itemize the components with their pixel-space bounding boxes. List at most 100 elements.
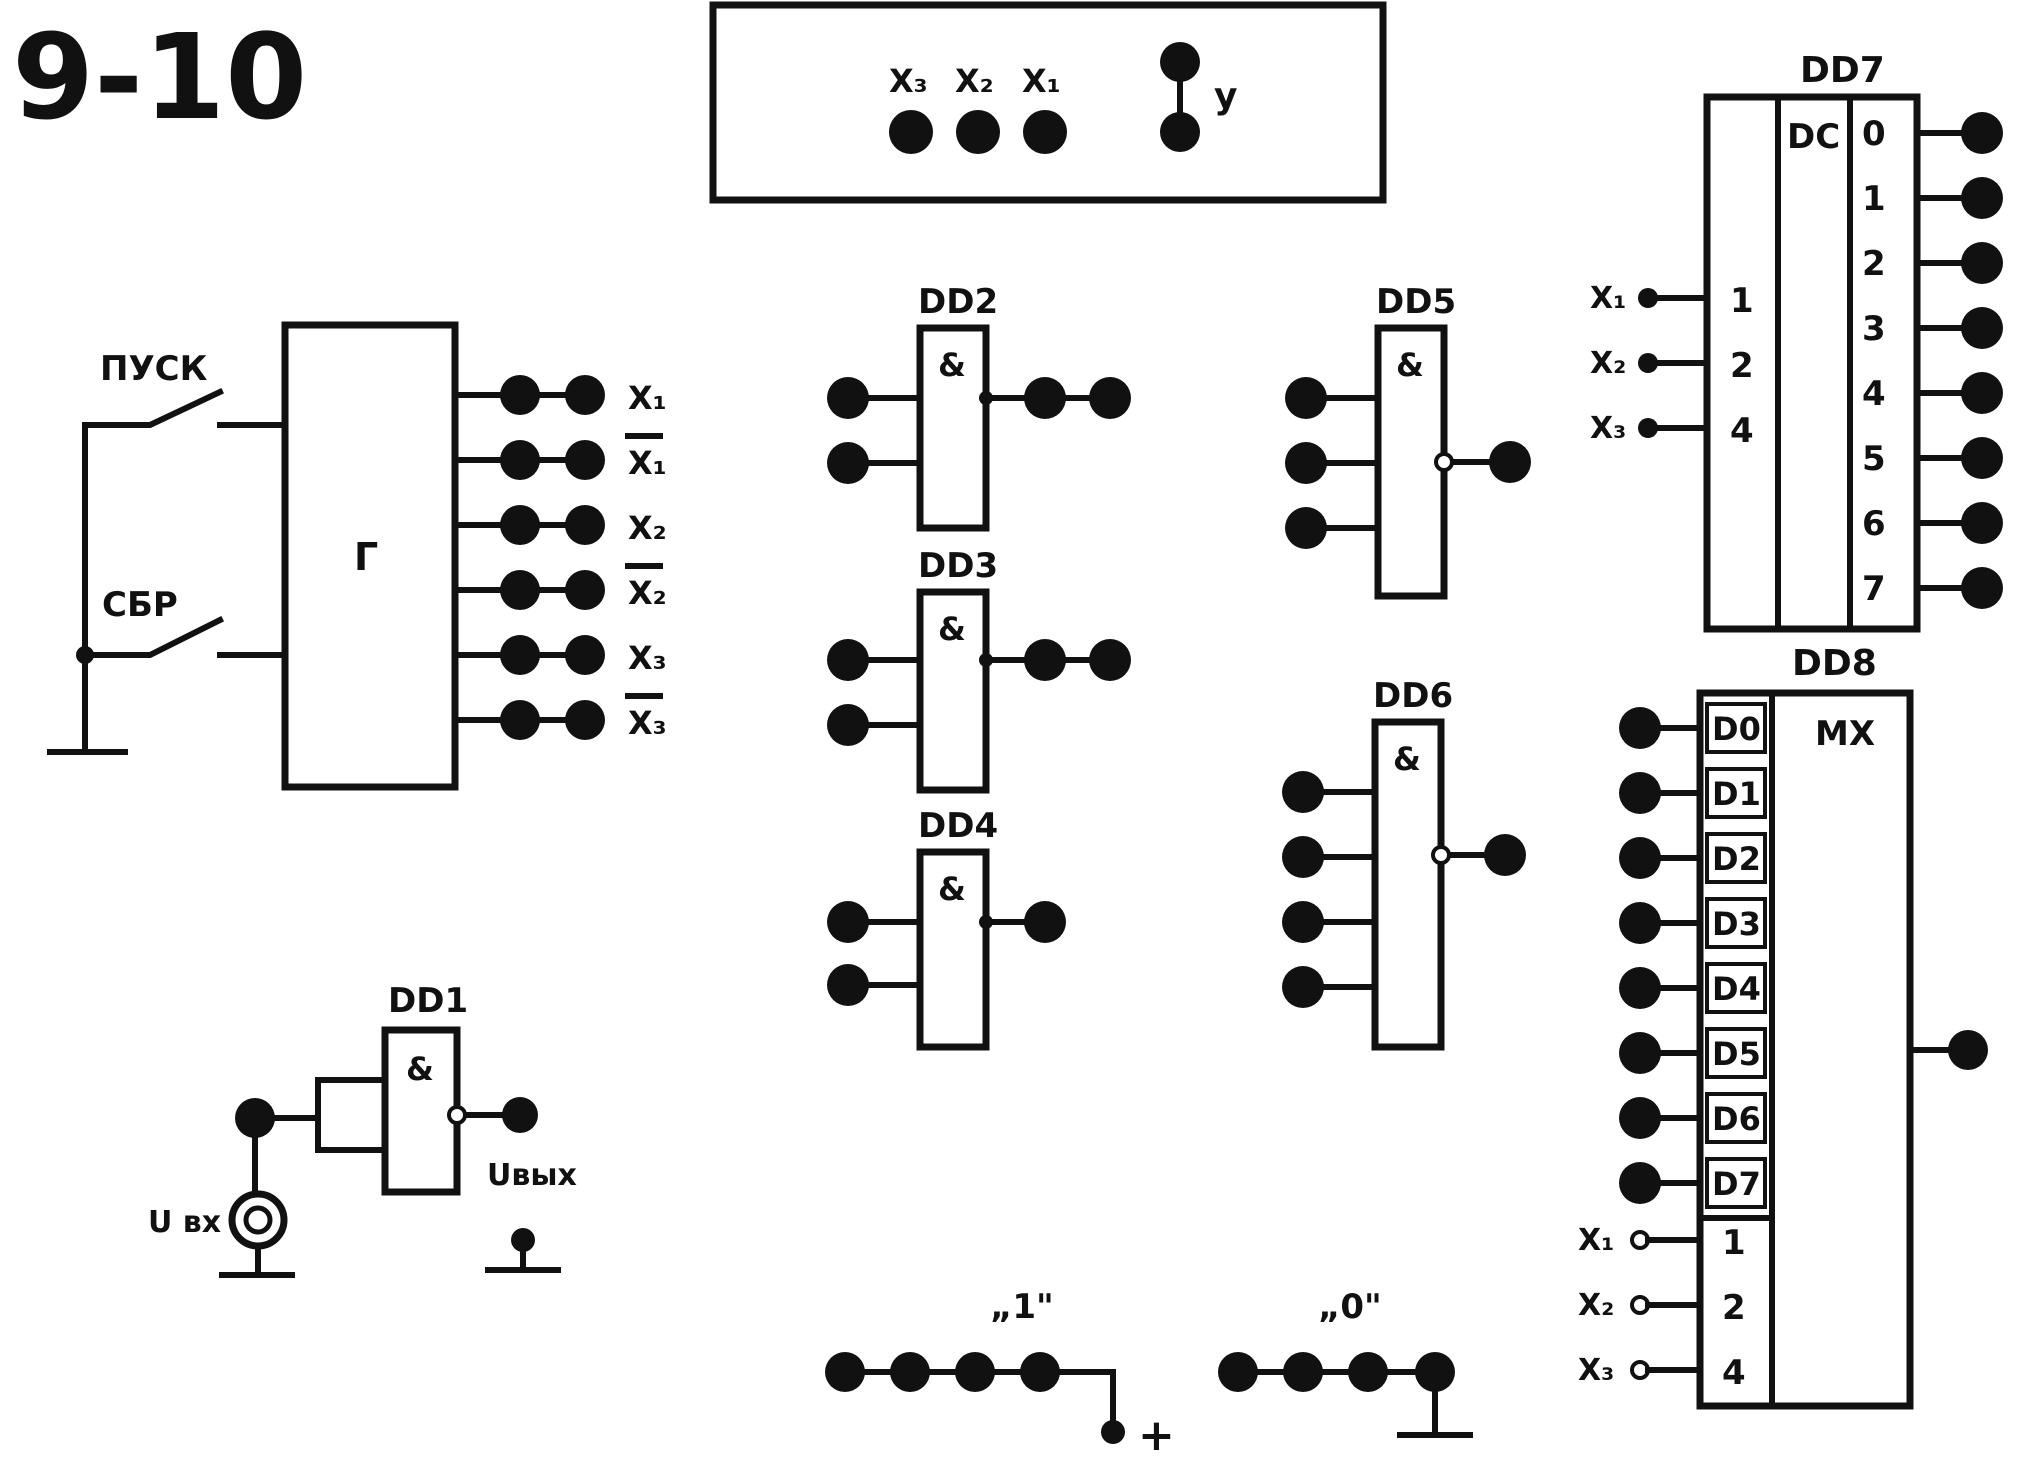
dd4-input-socket-1[interactable] xyxy=(827,901,869,943)
dd8-select-label-3: X₃ xyxy=(1578,1353,1614,1388)
dd4-output-socket-1[interactable] xyxy=(1024,901,1066,943)
dd6-input-socket-4[interactable] xyxy=(1282,966,1324,1008)
dd8-data-label-2: D1 xyxy=(1712,775,1761,813)
logic-one-socket-4[interactable] xyxy=(1020,1352,1060,1392)
dd8-data-socket-8[interactable] xyxy=(1619,1162,1661,1204)
dd5-output-socket-1[interactable] xyxy=(1489,441,1531,483)
dd8-weight-3: 4 xyxy=(1722,1353,1746,1393)
dd3-input-socket-2[interactable] xyxy=(827,704,869,746)
generator-output-socket-a-1[interactable] xyxy=(500,375,540,415)
dd4-input-socket-2[interactable] xyxy=(827,964,869,1006)
logic-zero-socket-4[interactable] xyxy=(1415,1352,1455,1392)
dd8-data-socket-2[interactable] xyxy=(1619,772,1661,814)
dd8-weight-2: 2 xyxy=(1722,1288,1746,1328)
logic-one-socket-3[interactable] xyxy=(955,1352,995,1392)
logic-zero-socket-2[interactable] xyxy=(1283,1352,1323,1392)
generator-output-label-5: X₃ xyxy=(628,639,667,677)
dd4-gate: DD4& xyxy=(827,806,1066,1051)
dd6-output-socket-1[interactable] xyxy=(1484,834,1526,876)
dd8-name: DD8 xyxy=(1792,643,1877,684)
indicator-x1-lamp[interactable] xyxy=(1023,110,1067,154)
generator-output-socket-b-6[interactable] xyxy=(565,700,605,740)
dd8-data-socket-7[interactable] xyxy=(1619,1097,1661,1139)
generator-output-label-1: X₁ xyxy=(628,379,667,417)
generator-output-socket-a-2[interactable] xyxy=(500,440,540,480)
indicator-x3-lamp[interactable] xyxy=(889,110,933,154)
uout-label: Uвых xyxy=(487,1158,577,1193)
dd5-name: DD5 xyxy=(1376,282,1456,322)
dd4-output-junction xyxy=(979,915,993,929)
dd7-output-socket-3[interactable] xyxy=(1961,242,2003,284)
logic-one-socket-2[interactable] xyxy=(890,1352,930,1392)
dd8-data-label-7: D6 xyxy=(1712,1100,1761,1138)
dd8-data-label-5: D4 xyxy=(1712,970,1761,1008)
dd5-symbol: & xyxy=(1396,346,1424,384)
dd3-input-socket-1[interactable] xyxy=(827,639,869,681)
dd7-output-label-3: 2 xyxy=(1862,244,1886,284)
dd2-output-junction xyxy=(979,391,993,405)
dd7-output-socket-5[interactable] xyxy=(1961,372,2003,414)
dd8-data-cell-4 xyxy=(1705,897,1767,949)
dd7-output-socket-4[interactable] xyxy=(1961,307,2003,349)
dd7-output-socket-6[interactable] xyxy=(1961,437,2003,479)
logic-zero-socket-3[interactable] xyxy=(1348,1352,1388,1392)
dd7-body xyxy=(1703,93,1921,633)
dd8-data-socket-4[interactable] xyxy=(1619,902,1661,944)
dd6-input-socket-2[interactable] xyxy=(1282,836,1324,878)
dd7-output-socket-2[interactable] xyxy=(1961,177,2003,219)
generator-output-socket-a-6[interactable] xyxy=(500,700,540,740)
dd1-output-socket[interactable] xyxy=(502,1097,538,1133)
dd8-data-socket-1[interactable] xyxy=(1619,707,1661,749)
dd8-data-socket-3[interactable] xyxy=(1619,837,1661,879)
dd7-output-socket-8[interactable] xyxy=(1961,567,2003,609)
indicator-y-label: y xyxy=(1214,76,1237,117)
uin-source[interactable] xyxy=(228,1190,288,1250)
generator-output-socket-b-1[interactable] xyxy=(565,375,605,415)
dd5-input-socket-3[interactable] xyxy=(1285,507,1327,549)
uin-label: U вх xyxy=(148,1205,221,1240)
dd4-symbol: & xyxy=(938,870,966,908)
dd7-output-label-6: 5 xyxy=(1862,439,1886,479)
dd8-data-socket-6[interactable] xyxy=(1619,1032,1661,1074)
reset-switch[interactable] xyxy=(82,615,225,658)
logic-one-wire xyxy=(842,1369,1116,1433)
dd8-data-label-1: D0 xyxy=(1712,710,1761,748)
dd7-output-socket-1[interactable] xyxy=(1961,112,2003,154)
dd5-input-socket-2[interactable] xyxy=(1285,442,1327,484)
dd3-output-socket-2[interactable] xyxy=(1089,639,1131,681)
dd3-output-junction xyxy=(979,653,993,667)
start-switch[interactable] xyxy=(82,388,224,428)
dd7-weight-1: 1 xyxy=(1730,281,1754,321)
logic-zero-socket-1[interactable] xyxy=(1218,1352,1258,1392)
uin-source-inner xyxy=(243,1205,273,1235)
generator-output-socket-b-3[interactable] xyxy=(565,505,605,545)
dd7-output-socket-7[interactable] xyxy=(1961,502,2003,544)
dd8-select-label-2: X₂ xyxy=(1578,1288,1614,1323)
generator-output-socket-a-5[interactable] xyxy=(500,635,540,675)
dd3-name: DD3 xyxy=(918,546,998,586)
dd5-input-socket-1[interactable] xyxy=(1285,377,1327,419)
dd2-input-socket-1[interactable] xyxy=(827,377,869,419)
dd2-body xyxy=(916,324,990,532)
dd1-test-circuit: DD1 & U вх Uвых xyxy=(148,981,577,1278)
dd3-output-socket-1[interactable] xyxy=(1024,639,1066,681)
dd8-output-socket[interactable] xyxy=(1948,1030,1988,1070)
dd8-data-socket-5[interactable] xyxy=(1619,967,1661,1009)
generator-output-socket-a-4[interactable] xyxy=(500,570,540,610)
logic-one-socket-1[interactable] xyxy=(825,1352,865,1392)
logic-zero-rail: „0" xyxy=(1218,1287,1473,1438)
indicator-x2-lamp[interactable] xyxy=(956,110,1000,154)
generator-output-socket-b-4[interactable] xyxy=(565,570,605,610)
dd2-output-socket-1[interactable] xyxy=(1024,377,1066,419)
dd2-input-socket-2[interactable] xyxy=(827,442,869,484)
dd6-input-socket-1[interactable] xyxy=(1282,771,1324,813)
dd2-output-socket-2[interactable] xyxy=(1089,377,1131,419)
dd8-data-cell-6 xyxy=(1705,1027,1767,1079)
indicator-y-socket-top[interactable] xyxy=(1160,42,1200,82)
generator-output-socket-b-2[interactable] xyxy=(565,440,605,480)
generator-output-socket-a-3[interactable] xyxy=(500,505,540,545)
indicator-y-socket-bottom[interactable] xyxy=(1160,112,1200,152)
dd6-input-socket-3[interactable] xyxy=(1282,901,1324,943)
generator-output-socket-b-5[interactable] xyxy=(565,635,605,675)
